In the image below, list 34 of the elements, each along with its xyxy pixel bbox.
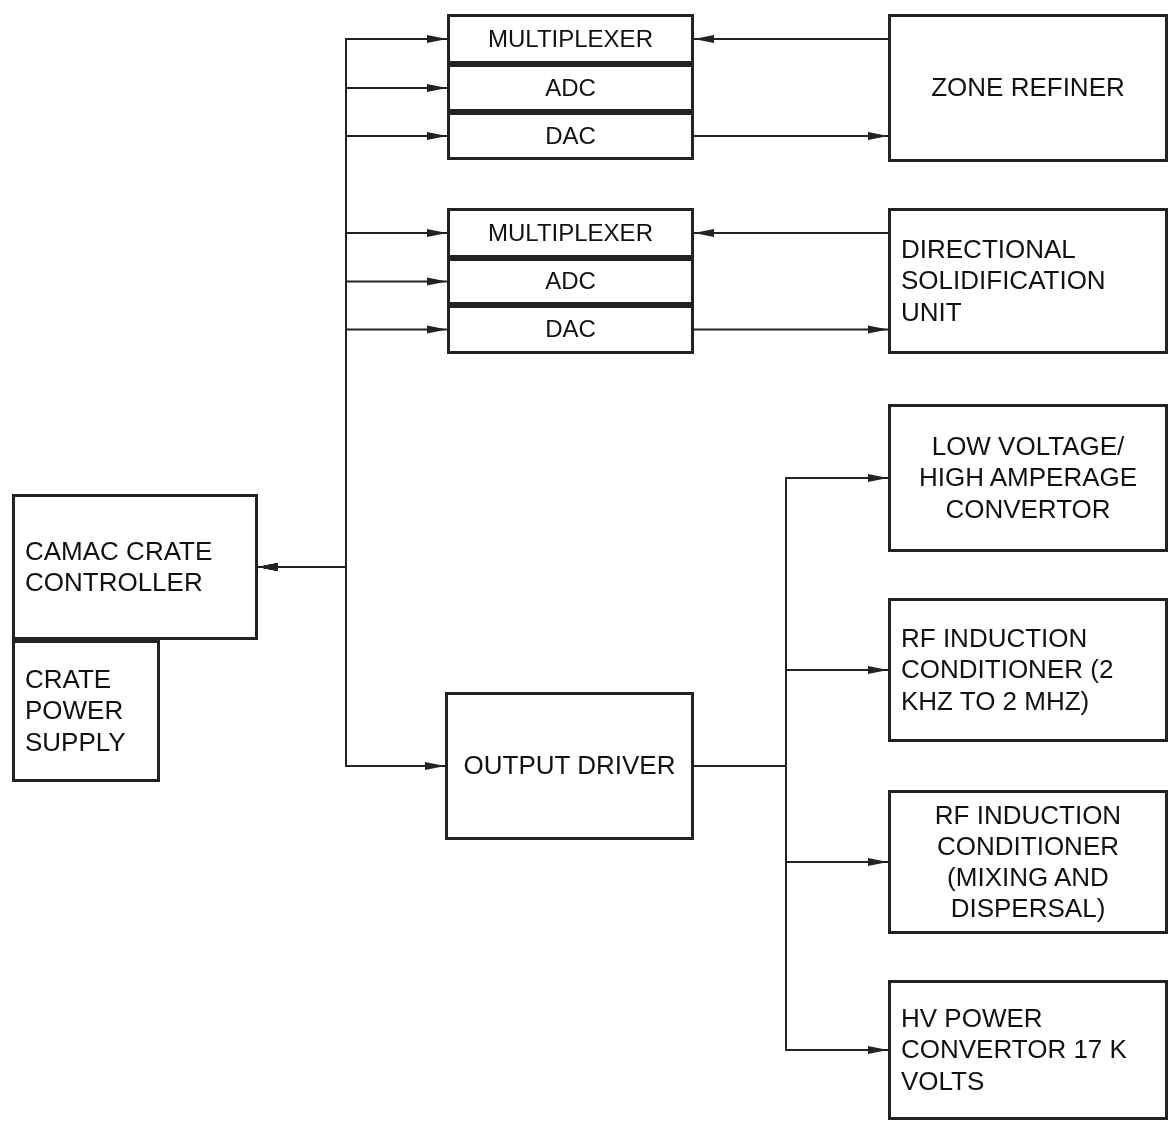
box-label: CRATE POWER SUPPLY xyxy=(25,664,127,758)
process-box xyxy=(447,305,694,354)
box-label: DAC xyxy=(545,121,596,151)
box-label: CAMAC CRATE CONTROLLER xyxy=(25,535,214,599)
connector-arrow xyxy=(693,35,889,43)
box-label: RF INDUCTION CONDITIONER (MIXING AND DISPERSAL) xyxy=(933,799,1123,925)
process-box xyxy=(888,980,1168,1120)
process-box xyxy=(447,208,694,258)
box-label: ADC xyxy=(545,73,596,103)
box-label: HV POWER CONVERTOR 17 K VOLTS xyxy=(901,1003,1128,1097)
process-box xyxy=(888,14,1168,162)
box-label: ADC xyxy=(545,267,596,296)
box-label: ZONE REFINER xyxy=(931,72,1125,104)
process-box xyxy=(12,494,258,640)
process-box xyxy=(12,640,160,782)
box-label: RF INDUCTION CONDITIONER (2 KHZ TO 2 MHZ) xyxy=(901,623,1115,717)
process-box xyxy=(445,692,694,840)
process-box xyxy=(447,112,694,160)
process-box xyxy=(888,790,1168,934)
process-box xyxy=(888,404,1168,552)
box-label: LOW VOLTAGE/ HIGH AMPERAGE CONVERTOR xyxy=(917,431,1139,525)
box-label: DIRECTIONAL SOLIDIFICATION UNIT xyxy=(901,234,1107,328)
box-label: DAC xyxy=(545,315,596,344)
process-box xyxy=(447,64,694,112)
box-label: MULTIPLEXER xyxy=(488,218,653,248)
process-box xyxy=(447,258,694,305)
process-box xyxy=(888,598,1168,742)
process-box xyxy=(888,208,1168,354)
connector-arrow xyxy=(693,229,889,237)
process-box xyxy=(447,14,694,64)
connector-arrow xyxy=(693,325,889,334)
box-label: OUTPUT DRIVER xyxy=(463,750,676,782)
connector-arrow xyxy=(693,132,889,140)
box-label: MULTIPLEXER xyxy=(488,24,653,54)
